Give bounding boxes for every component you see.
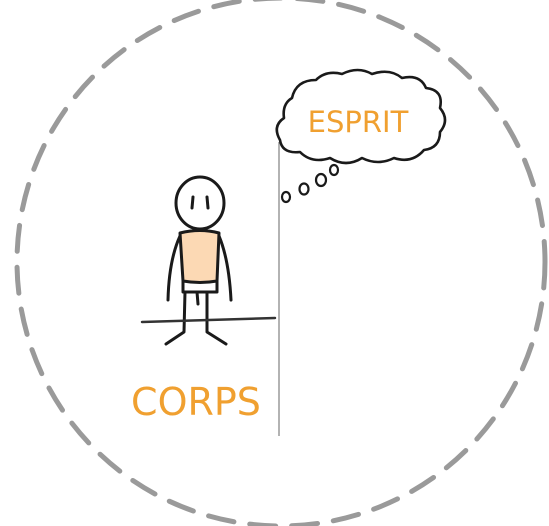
figure-leg-left [164, 290, 187, 346]
figure-head [174, 175, 226, 231]
figure-eye-right [205, 195, 210, 210]
figure-eye-left [190, 195, 195, 210]
body-label: CORPS [131, 380, 261, 424]
figure-arm-left [166, 234, 182, 302]
stick-figure [164, 175, 233, 346]
figure-crotch [195, 290, 200, 306]
thought-dots [280, 163, 340, 204]
thought-dot-3 [314, 172, 328, 188]
thought-dot-2 [298, 182, 310, 196]
figure-torso [178, 229, 221, 284]
ground-line [140, 316, 277, 324]
figure-hips [181, 279, 219, 294]
thought-dot-4 [328, 163, 340, 177]
mind-label: ESPRIT [308, 105, 409, 139]
thought-dot-1 [280, 190, 292, 204]
thought-cloud [275, 68, 447, 165]
figure-arm-right [217, 234, 233, 302]
figure-leg-right [205, 290, 228, 346]
dashed-circle [14, 0, 548, 526]
